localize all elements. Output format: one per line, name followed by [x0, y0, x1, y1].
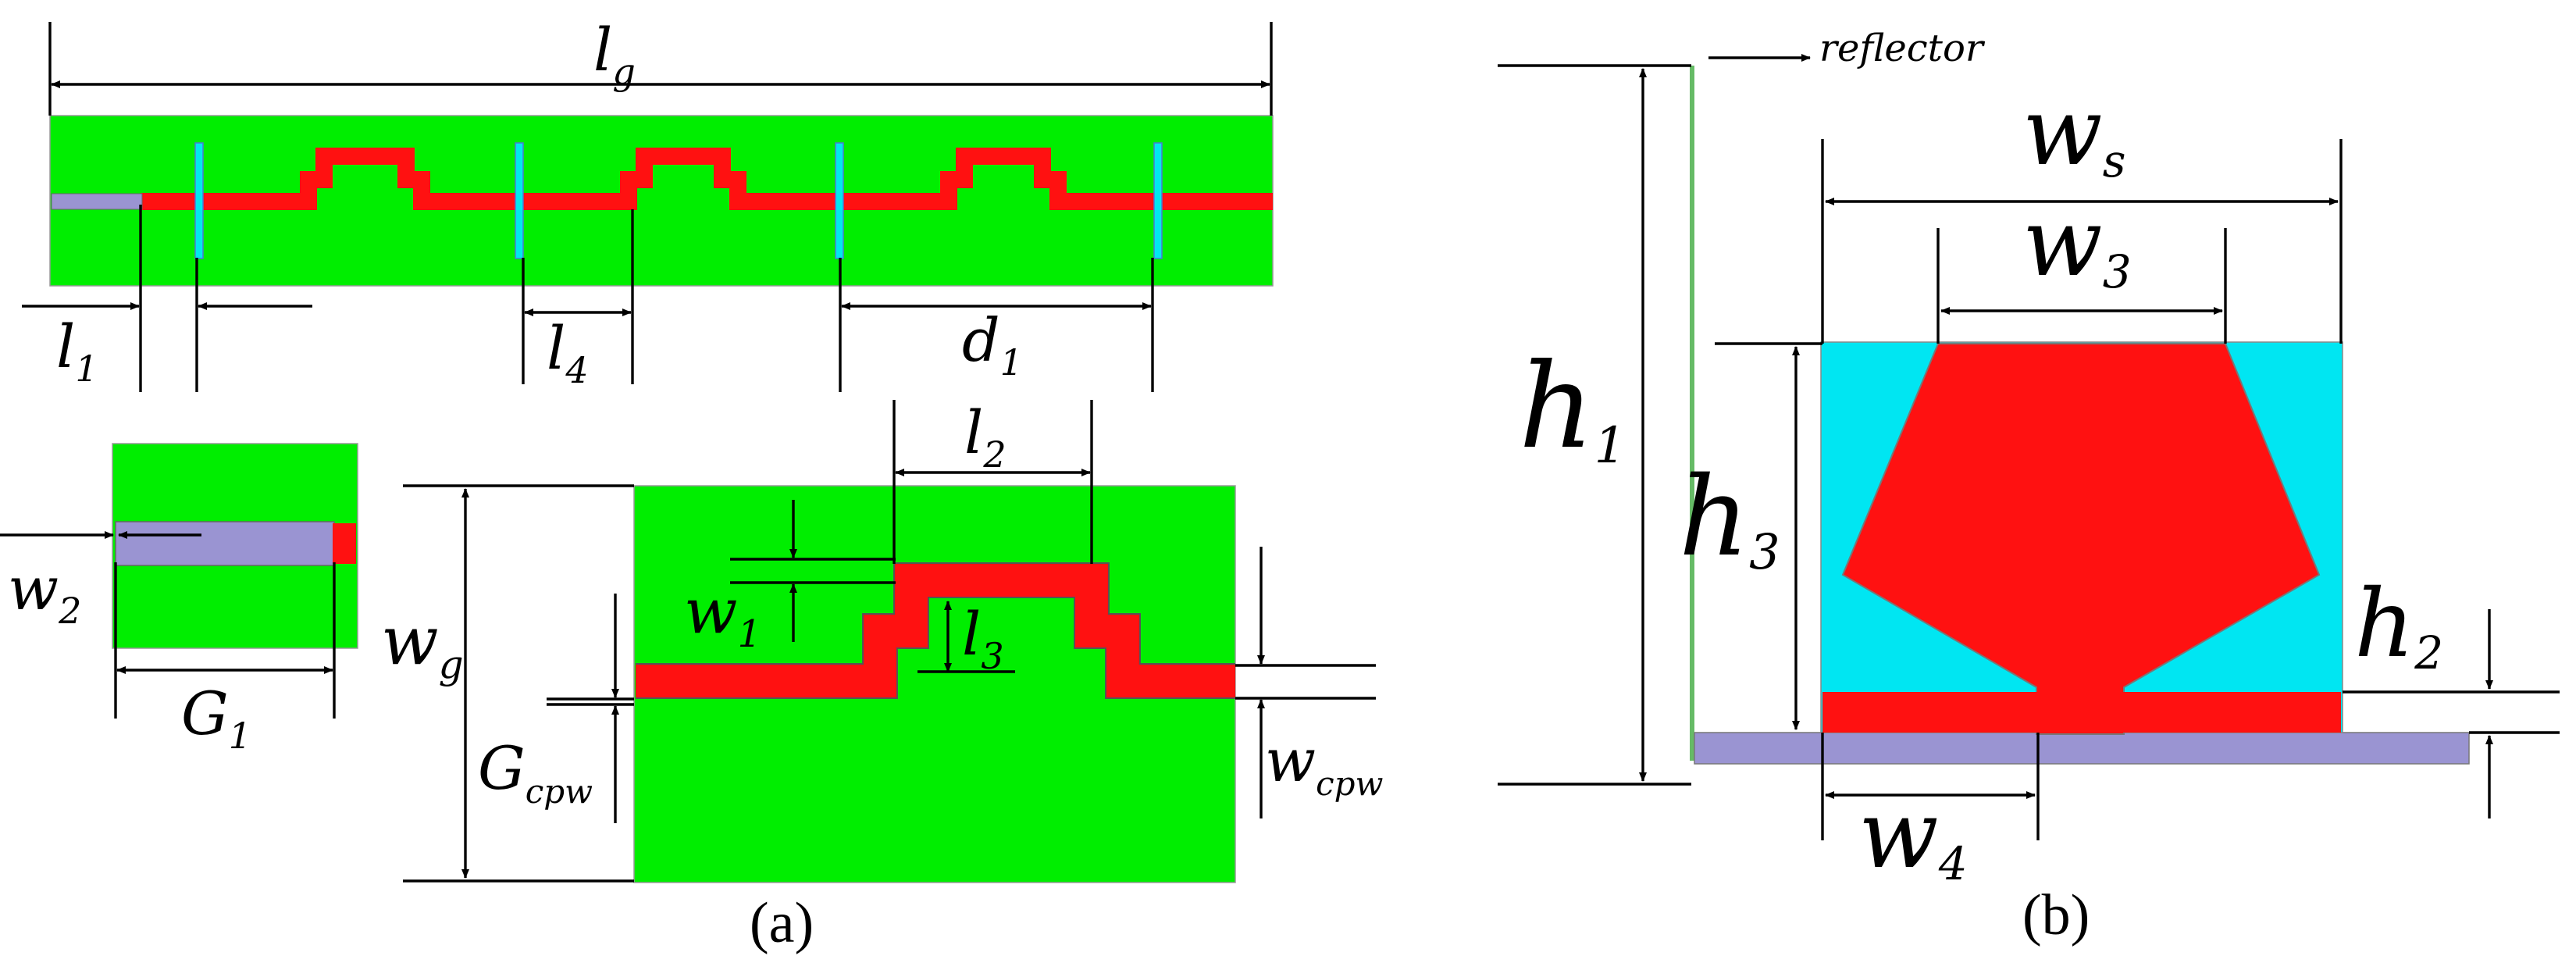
- top-feed-layout: lg l1 l4 d1: [22, 15, 1274, 392]
- label-l2: l2: [964, 398, 1007, 476]
- label-d1: d1: [962, 305, 1023, 383]
- label-wcpw: wcpw: [1265, 726, 1383, 803]
- label-h3: h3: [1679, 454, 1780, 581]
- label-l4: l4: [547, 313, 589, 391]
- slot-1: [194, 142, 204, 259]
- label-ws: ws: [2022, 78, 2125, 187]
- label-Gcpw: Gcpw: [478, 733, 593, 811]
- slot-4: [1153, 142, 1163, 259]
- ground-strip-left: [1822, 692, 2043, 733]
- caption-b: (b): [2022, 883, 2090, 947]
- slot-3: [835, 142, 844, 259]
- label-G1: G1: [181, 679, 251, 757]
- label-reflector: reflector: [1819, 27, 1986, 70]
- label-h2: h2: [2354, 570, 2443, 679]
- label-w1: w1: [684, 575, 761, 656]
- feed-line-top: [51, 193, 143, 210]
- feed-bar: [1694, 732, 2470, 765]
- caption-a: (a): [750, 891, 814, 955]
- meander-detail-strip: [636, 564, 1235, 697]
- meander-detail: wg l2 w1 l3: [381, 398, 1383, 883]
- panel-a: lg l1 l4 d1: [0, 15, 1383, 955]
- ground-strip-right: [2122, 692, 2341, 733]
- slot-2: [515, 142, 524, 259]
- reflector: [1690, 66, 1694, 761]
- label-w3: w3: [2022, 189, 2132, 298]
- feed-line-detail: [115, 521, 335, 566]
- meander-strip: [141, 148, 1273, 210]
- label-wg: wg: [381, 602, 464, 687]
- strip-end-detail: [333, 523, 356, 564]
- label-lg: lg: [593, 15, 636, 93]
- label-h1: h1: [1519, 339, 1626, 475]
- radiating-patch: [1841, 343, 2321, 735]
- label-w4: w4: [1858, 781, 1968, 890]
- label-l1: l1: [56, 312, 98, 390]
- label-w2: w2: [8, 554, 81, 632]
- label-l3: l3: [962, 599, 1004, 677]
- feed-detail: w2 G1: [0, 443, 358, 757]
- panel-b: reflector h1 ws w3: [1498, 27, 2560, 947]
